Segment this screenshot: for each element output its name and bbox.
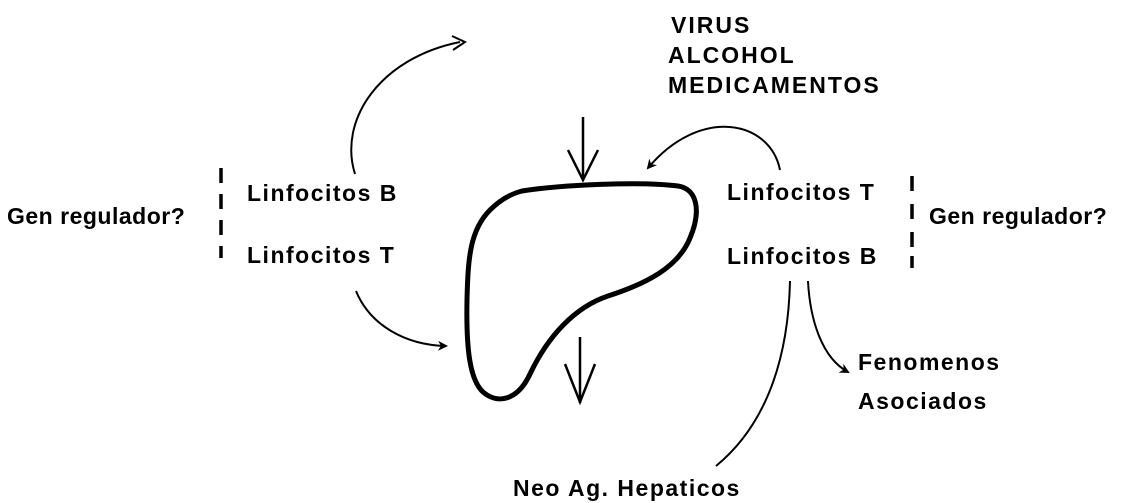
left-b-to-causes-curve <box>351 42 460 174</box>
right-lymphocytes-t-label: Linfocitos T <box>727 179 875 205</box>
cause-alcohol: ALCOHOL <box>668 40 881 70</box>
right-b-to-associated-curve <box>808 281 848 372</box>
causes-down-arrow <box>568 117 598 180</box>
right-lymphocytes-b-label: Linfocitos B <box>727 243 878 269</box>
causes-list: VIRUS ALCOHOL MEDICAMENTOS <box>668 10 881 100</box>
cause-virus: VIRUS <box>668 10 881 40</box>
left-lymphocytes-b-label: Linfocitos B <box>247 180 398 206</box>
cause-medicamentos: MEDICAMENTOS <box>668 70 881 100</box>
neoantigens-label: Neo Ag. Hepaticos <box>513 475 741 501</box>
right-t-to-liver-curve <box>648 127 780 170</box>
associated-phenomena-line1: Fenomenos <box>858 349 1001 375</box>
liver-down-arrow <box>565 337 595 403</box>
left-gene-regulator-label: Gen regulador? <box>7 203 185 229</box>
right-b-to-neoag-curve <box>716 281 790 466</box>
associated-phenomena-line2: Asociados <box>858 388 988 414</box>
left-t-to-liver-curve <box>356 291 446 346</box>
liver-outline <box>467 184 696 399</box>
left-lymphocytes-t-label: Linfocitos T <box>247 242 395 268</box>
right-gene-regulator-label: Gen regulador? <box>929 203 1107 229</box>
